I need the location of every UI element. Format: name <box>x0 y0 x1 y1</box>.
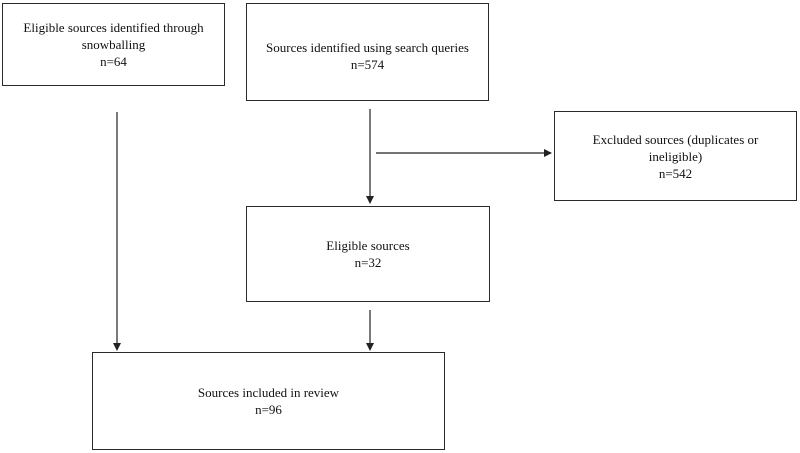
excluded-count: n=542 <box>658 165 693 181</box>
snowballing-box: Eligible sources identified through snow… <box>2 3 225 86</box>
eligible-label: Eligible sources <box>326 238 410 253</box>
excluded-label: Excluded sources (duplicates or ineligib… <box>592 131 759 164</box>
included-box: Sources included in review n=96 <box>92 352 445 450</box>
search-queries-box: Sources identified using search queries … <box>246 3 489 101</box>
search-queries-count: n=574 <box>350 57 385 72</box>
excluded-box: Excluded sources (duplicates or ineligib… <box>554 111 797 201</box>
included-label: Sources included in review <box>197 385 340 400</box>
included-count: n=96 <box>255 402 282 417</box>
eligible-box: Eligible sources n=32 <box>246 206 490 302</box>
snowballing-count: n=64 <box>100 54 127 69</box>
eligible-count: n=32 <box>354 255 382 270</box>
search-queries-label: Sources identified using search queries <box>266 40 469 55</box>
snowballing-label: Eligible sources identified through snow… <box>23 20 204 52</box>
